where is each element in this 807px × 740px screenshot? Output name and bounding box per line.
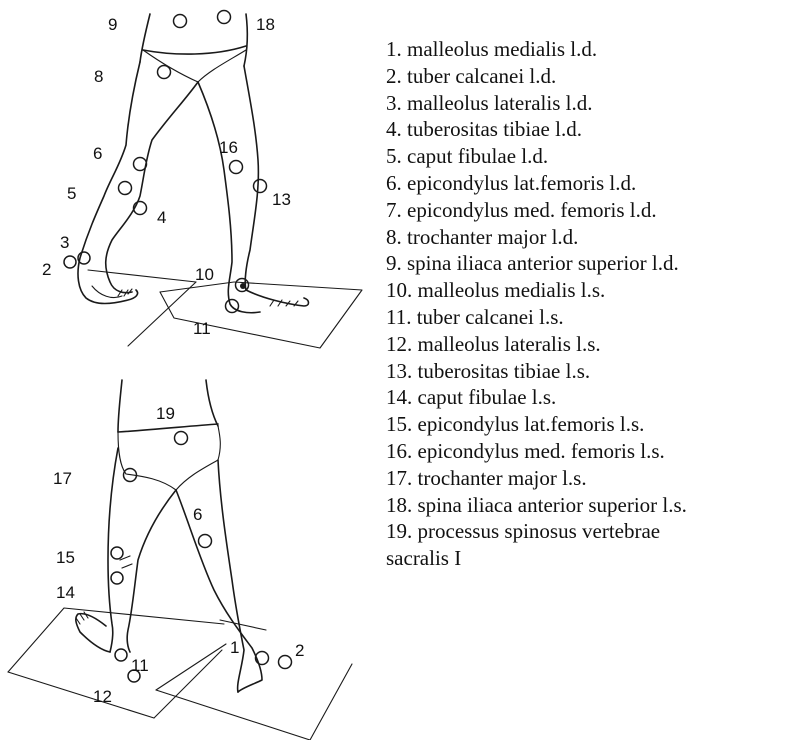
bottom-marker-numbers: 19 17 6 15 14 1 2 11 12: [53, 404, 304, 706]
legend-item: 9. spina iliaca anterior superior l.d.: [386, 250, 806, 277]
marker-number: 9: [108, 15, 117, 34]
legend-item: 19. processus spinosus vertebrae: [386, 518, 806, 545]
marker-number: 10: [195, 265, 214, 284]
legend-item: 2. tuber calcanei l.d.: [386, 63, 806, 90]
legend-item: 6. epicondylus lat.femoris l.d.: [386, 170, 806, 197]
marker-number: 18: [256, 15, 275, 34]
marker-number: 2: [42, 260, 51, 279]
marker-circle: [230, 161, 243, 174]
legend-item: 10. malleolus medialis l.s.: [386, 277, 806, 304]
marker-circle: [115, 649, 127, 661]
legend-item: 17. trochanter major l.s.: [386, 465, 806, 492]
marker-number: 11: [131, 656, 149, 675]
marker-circle: [279, 656, 292, 669]
marker-number: 15: [56, 548, 75, 567]
legend-item: 11. tuber calcanei l.s.: [386, 304, 806, 331]
legend-item: 8. trochanter major l.d.: [386, 224, 806, 251]
marker-legend: 1. malleolus medialis l.d. 2. tuber calc…: [386, 36, 806, 572]
legend-item: 16. epicondylus med. femoris l.s.: [386, 438, 806, 465]
legend-item: 1. malleolus medialis l.d.: [386, 36, 806, 63]
legend-item: 18. spina iliaca anterior superior l.s.: [386, 492, 806, 519]
marker-number: 8: [94, 67, 103, 86]
marker-number: 6: [93, 144, 102, 163]
marker-number: 5: [67, 184, 76, 203]
marker-circle: [64, 256, 76, 268]
marker-circle: [134, 202, 147, 215]
marker-circle: [111, 572, 123, 584]
legend-item: 12. malleolus lateralis l.s.: [386, 331, 806, 358]
marker-circle: [256, 652, 269, 665]
marker-circle: [175, 432, 188, 445]
marker-circle: [119, 182, 132, 195]
marker-number: 19: [156, 404, 175, 423]
marker-number: 12: [93, 687, 112, 706]
legend-item: 7. epicondylus med. femoris l.d.: [386, 197, 806, 224]
marker-number: 13: [272, 190, 291, 209]
legend-item: 3. malleolus lateralis l.d.: [386, 90, 806, 117]
marker-number: 17: [53, 469, 72, 488]
legend-item-continuation: sacralis I: [386, 545, 806, 572]
legend-item: 5. caput fibulae l.d.: [386, 143, 806, 170]
marker-number: 14: [56, 583, 75, 602]
top-leg-drawing: [78, 14, 362, 348]
legend-item: 14. caput fibulae l.s.: [386, 384, 806, 411]
marker-number: 16: [219, 138, 238, 157]
marker-number: 11: [193, 319, 211, 338]
marker-dot: [240, 283, 246, 289]
legend-item: 4. tuberositas tibiae l.d.: [386, 116, 806, 143]
marker-circle: [134, 158, 147, 171]
marker-number: 2: [295, 641, 304, 660]
marker-number: 4: [157, 208, 166, 227]
top-marker-numbers: 9 18 8 6 5 4 3 2 16 13 10 11: [42, 15, 291, 338]
marker-number: 3: [60, 233, 69, 252]
marker-number: 6: [193, 505, 202, 524]
marker-circle: [158, 66, 171, 79]
marker-circle: [174, 15, 187, 28]
marker-circle: [111, 547, 123, 559]
legend-item: 13. tuberositas tibiae l.s.: [386, 358, 806, 385]
marker-circle: [218, 11, 231, 24]
marker-number: 1: [230, 638, 239, 657]
legend-item: 15. epicondylus lat.femoris l.s.: [386, 411, 806, 438]
marker-circle: [254, 180, 267, 193]
marker-circle: [199, 535, 212, 548]
